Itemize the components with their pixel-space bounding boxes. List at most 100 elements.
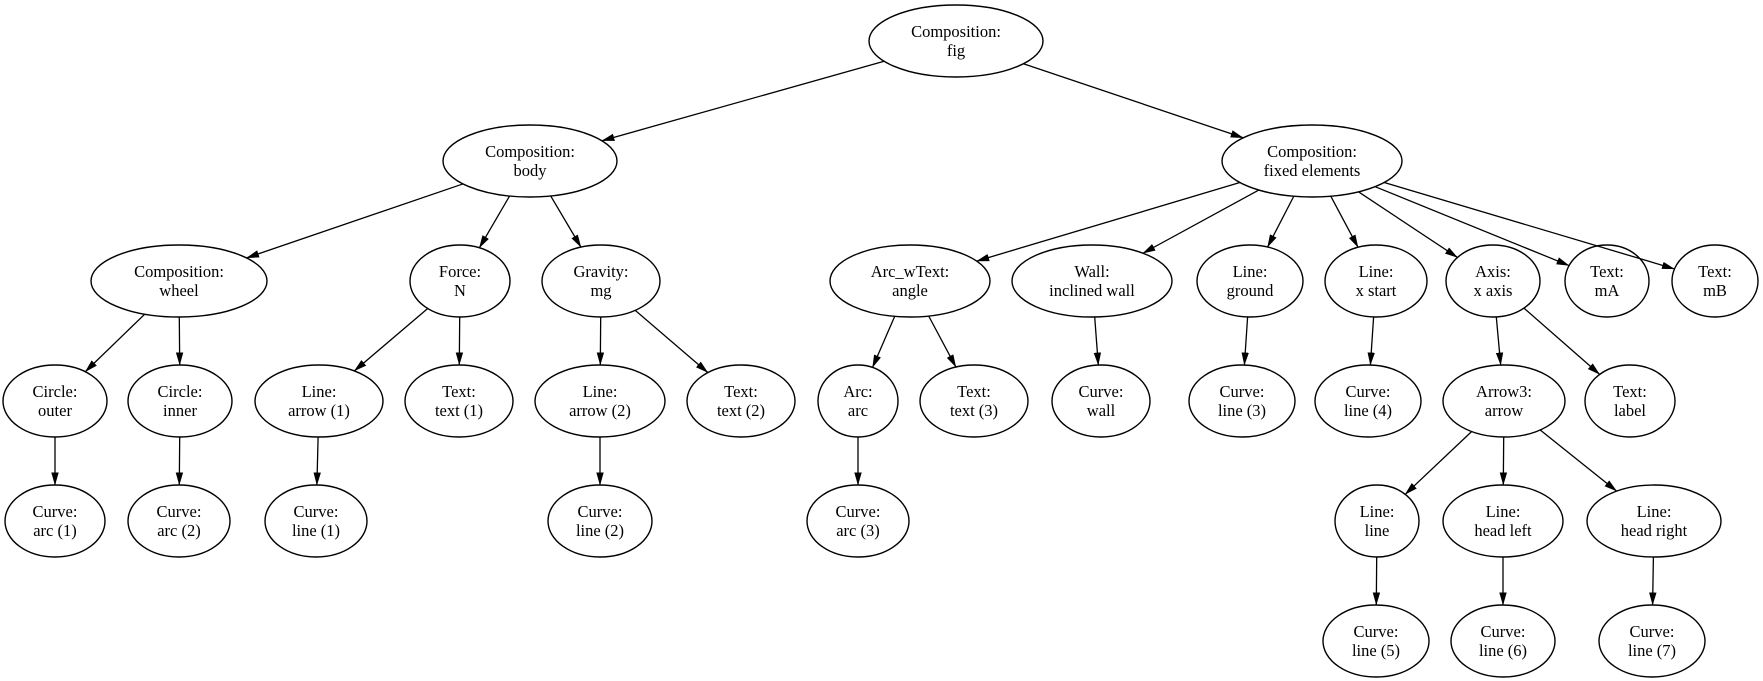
node-name-label: arc (2)	[157, 521, 201, 540]
edge-fixed-elements-x-start	[1330, 195, 1359, 248]
node-type-label: Circle:	[158, 382, 203, 401]
edge-head-right-curve-line-7	[1649, 556, 1657, 606]
node-ellipse-fixed-elements	[1221, 124, 1403, 198]
node-type-label: Curve:	[1481, 622, 1526, 641]
node-arc: Arc:arc	[817, 364, 899, 438]
node-name-label: text (1)	[435, 401, 483, 420]
node-gravity-mg: Gravity:mg	[541, 244, 661, 318]
node-type-label: Composition:	[134, 262, 224, 281]
node-curve-line-5: Curve:line (5)	[1322, 604, 1430, 678]
node-type-label: Gravity:	[574, 262, 629, 281]
node-type-label: Line:	[583, 382, 618, 401]
node-ellipse-head-right	[1586, 484, 1722, 558]
node-type-label: Force:	[439, 262, 481, 281]
node-ellipse-arcwtext-angle	[829, 244, 991, 318]
node-wheel: Composition:wheel	[90, 244, 268, 318]
node-name-label: line (1)	[292, 521, 340, 540]
node-head-left: Line:head left	[1442, 484, 1564, 558]
node-ellipse-text-2	[686, 364, 796, 438]
node-wall: Wall:inclined wall	[1011, 244, 1173, 318]
node-name-label: arc	[848, 401, 868, 420]
node-type-label: Line:	[1637, 502, 1672, 521]
node-curve-arc-3: Curve:arc (3)	[806, 484, 910, 558]
node-ground: Line:ground	[1196, 244, 1304, 318]
edge-arrow3-line-line	[1404, 431, 1473, 495]
node-type-label: Text:	[724, 382, 758, 401]
node-type-label: Text:	[1590, 262, 1624, 281]
node-type-label: Text:	[442, 382, 476, 401]
node-type-label: Curve:	[1079, 382, 1124, 401]
edge-arcwtext-angle-text-3	[928, 315, 957, 368]
node-ellipse-text-ma	[1564, 244, 1650, 318]
node-name-label: arrow	[1485, 401, 1524, 420]
edge-ground-curve-line-3	[1241, 316, 1249, 366]
node-ellipse-ground	[1196, 244, 1304, 318]
node-name-label: head left	[1474, 521, 1532, 540]
node-curve-arc-2: Curve:arc (2)	[127, 484, 231, 558]
node-type-label: Line:	[1360, 502, 1395, 521]
node-curve-arc-1: Curve:arc (1)	[4, 484, 106, 558]
node-name-label: head right	[1621, 521, 1688, 540]
edge-arrow3-head-right	[1539, 429, 1618, 492]
node-name-label: mg	[590, 281, 611, 300]
edge-fixed-elements-ground	[1266, 195, 1295, 248]
node-curve-line-4: Curve:line (4)	[1314, 364, 1422, 438]
node-curve-line-1: Curve:line (1)	[264, 484, 368, 558]
node-line-line: Line:line	[1334, 484, 1420, 558]
node-fixed-elements: Composition:fixed elements	[1221, 124, 1403, 198]
node-ellipse-wall	[1011, 244, 1173, 318]
node-name-label: line (6)	[1479, 641, 1527, 660]
node-ellipse-body	[442, 124, 618, 198]
node-type-label: Curve:	[1630, 622, 1675, 641]
node-name-label: angle	[892, 281, 928, 300]
node-axis-x: Axis:x axis	[1445, 244, 1541, 318]
node-curve-line-6: Curve:line (6)	[1450, 604, 1556, 678]
edge-axis-x-arrow3	[1495, 316, 1504, 366]
node-curve-line-2: Curve:line (2)	[547, 484, 653, 558]
edge-fig-fixed-elements	[1023, 63, 1244, 139]
node-name-label: inclined wall	[1049, 281, 1135, 300]
node-text-2: Text:text (2)	[686, 364, 796, 438]
node-ellipse-text-3	[919, 364, 1029, 438]
node-arrow-2: Line:arrow (2)	[534, 364, 666, 438]
edge-arrow-1-curve-line-1	[313, 436, 321, 486]
node-arrow-1: Line:arrow (1)	[254, 364, 384, 438]
edge-gravity-mg-text-2	[634, 309, 709, 374]
node-name-label: line (2)	[576, 521, 624, 540]
node-text-3: Text:text (3)	[919, 364, 1029, 438]
node-type-label: Composition:	[485, 142, 575, 161]
node-type-label: Curve:	[1346, 382, 1391, 401]
node-text-label: Text:label	[1584, 364, 1676, 438]
node-curve-wall: Curve:wall	[1051, 364, 1151, 438]
node-ellipse-x-start	[1324, 244, 1428, 318]
edge-body-force-n	[478, 195, 511, 249]
node-ellipse-gravity-mg	[541, 244, 661, 318]
node-name-label: arc (3)	[836, 521, 880, 540]
edge-fixed-elements-arcwtext-angle	[976, 181, 1241, 262]
node-text-mb: Text:mB	[1671, 244, 1759, 318]
nodes-layer: Composition:figComposition:bodyCompositi…	[2, 4, 1759, 678]
node-name-label: line (7)	[1628, 641, 1676, 660]
node-type-label: Arc_wText:	[871, 262, 950, 281]
edge-arcwtext-angle-arc	[871, 316, 896, 368]
node-type-label: Circle:	[33, 382, 78, 401]
node-type-label: Text:	[1698, 262, 1732, 281]
node-name-label: arrow (1)	[288, 401, 350, 420]
edge-fixed-elements-text-ma	[1374, 186, 1570, 267]
node-name-label: body	[514, 161, 548, 180]
node-name-label: inner	[163, 401, 197, 420]
node-type-label: Line:	[302, 382, 337, 401]
node-name-label: line (5)	[1352, 641, 1400, 660]
node-type-label: Text:	[1613, 382, 1647, 401]
edge-body-wheel	[246, 183, 464, 259]
node-name-label: line	[1365, 521, 1390, 540]
edge-fixed-elements-text-mb	[1384, 181, 1675, 270]
node-curve-line-3: Curve:line (3)	[1188, 364, 1296, 438]
node-name-label: arrow (2)	[569, 401, 631, 420]
node-type-label: Composition:	[911, 22, 1001, 41]
node-type-label: Arc:	[843, 382, 872, 401]
node-name-label: label	[1614, 401, 1646, 420]
node-name-label: text (3)	[950, 401, 998, 420]
node-ellipse-force-n	[409, 244, 511, 318]
